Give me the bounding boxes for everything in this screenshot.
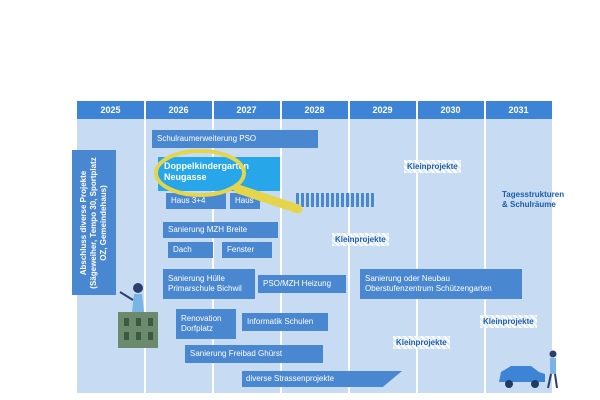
project-freibad: Sanierung Freibad Ghürst bbox=[185, 345, 323, 363]
project-haus34: Haus 3+4 bbox=[166, 193, 226, 209]
year-2025: 2025 bbox=[100, 105, 121, 115]
project-strassen: diverse Strassenprojekte bbox=[246, 374, 335, 383]
project-mzh-breite: Sanierung MZH Breite bbox=[163, 222, 278, 238]
building-icon bbox=[118, 283, 158, 348]
year-2030: 2030 bbox=[440, 105, 461, 115]
tagesstrukturen-label: Tagesstrukturen & Schulräume bbox=[502, 190, 565, 209]
column-separator bbox=[280, 101, 282, 393]
year-2027: 2027 bbox=[236, 105, 257, 115]
column-separator bbox=[416, 101, 418, 393]
project-huelle: Sanierung Hülle Primarschule Bichwil bbox=[163, 269, 255, 299]
abschluss-text: Abschluss diverse Projekte (Sägeweiher, … bbox=[79, 156, 108, 289]
year-2028: 2028 bbox=[304, 105, 325, 115]
kleinprojekte-label: Kleinprojekte bbox=[404, 160, 461, 173]
project-informatik: Informatik Schulen bbox=[242, 313, 328, 331]
project-pso-mzh: PSO/MZH Heizung bbox=[258, 275, 346, 293]
column-separator bbox=[348, 101, 350, 393]
project-oberstufe: Sanierung oder Neubau Oberstufenzentrum … bbox=[360, 269, 522, 299]
year-2026: 2026 bbox=[168, 105, 189, 115]
kleinprojekte-label: Kleinprojekte bbox=[332, 233, 389, 246]
kleinprojekte-label: Kleinprojekte bbox=[393, 336, 450, 349]
column-separator bbox=[144, 101, 146, 393]
project-schulraum: Schulraumerweiterung PSO bbox=[152, 130, 318, 148]
project-fenster: Fenster bbox=[222, 242, 272, 258]
column-separator bbox=[212, 101, 214, 393]
project-dach: Dach bbox=[168, 242, 213, 258]
magnifier-icon bbox=[154, 149, 303, 214]
year-2031: 2031 bbox=[508, 105, 529, 115]
project-haus-extension bbox=[296, 193, 376, 207]
project-renovation: Renovation Dorfplatz bbox=[176, 309, 236, 339]
car-icon bbox=[499, 350, 558, 389]
year-header-bar: 2025 2026 2027 2028 2029 2030 2031 bbox=[77, 101, 552, 119]
project-strassen-bar bbox=[242, 371, 402, 387]
abschluss-box: Abschluss diverse Projekte (Sägeweiher, … bbox=[72, 150, 116, 295]
project-doppelkindergarten: Doppelkindergarten Neugasse bbox=[158, 157, 280, 191]
kleinprojekte-label: Kleinprojekte bbox=[480, 315, 537, 328]
column-separator bbox=[484, 101, 486, 393]
year-2029: 2029 bbox=[372, 105, 393, 115]
